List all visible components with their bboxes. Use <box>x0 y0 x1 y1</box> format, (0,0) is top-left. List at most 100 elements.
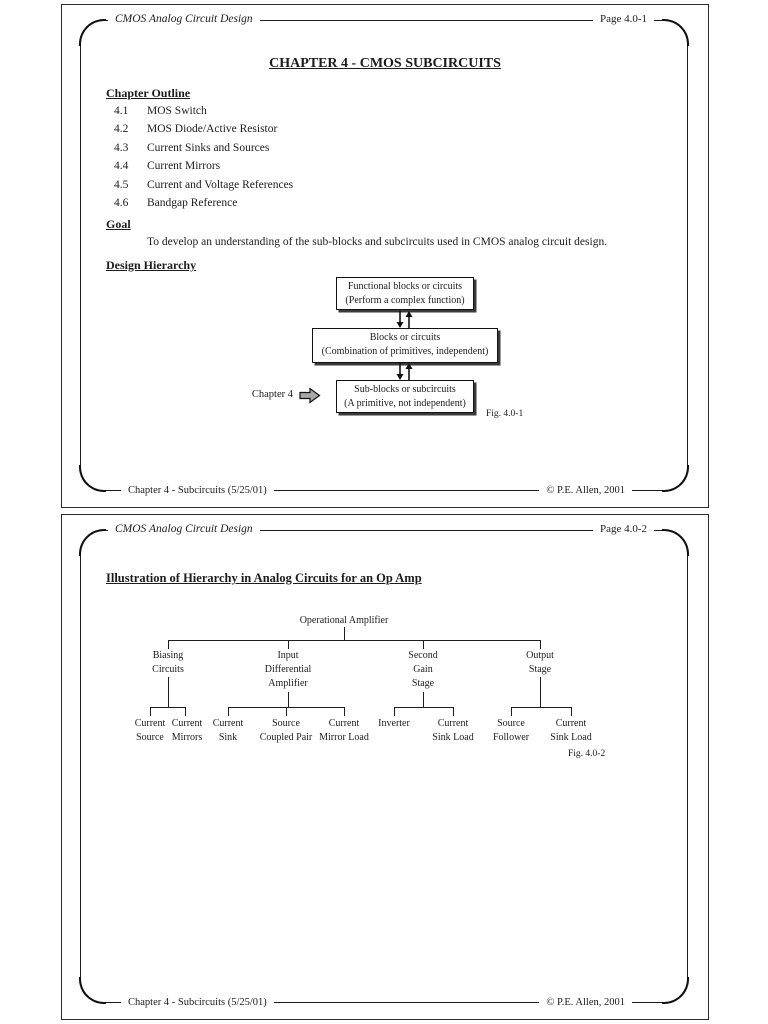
connector-line <box>228 707 230 716</box>
tree-leaf-inverter: Inverter <box>378 717 410 731</box>
tree-label-line: Sink Load <box>550 732 592 743</box>
connector-line <box>571 707 573 716</box>
tree-label-line: Amplifier <box>268 678 308 689</box>
tree-label-line: Source <box>136 732 164 743</box>
figure-label: Fig. 4.0-1 <box>486 409 524 419</box>
hierarchy-box-subblocks: Sub-blocks or subcircuits (A primitive, … <box>336 380 474 413</box>
section-heading-chapter-outline: Chapter Outline <box>106 86 191 100</box>
tree-leaf-current-mirrors: Current Mirrors <box>172 717 203 745</box>
tree-leaf-source-coupled-pair: Source Coupled Pair <box>260 717 313 745</box>
chapter-4-pointer-label: Chapter 4 <box>251 389 293 400</box>
frame-corner <box>79 464 107 492</box>
outline-item-number: 4.6 <box>114 197 129 209</box>
tree-label-line: Mirrors <box>171 732 203 743</box>
figure-label: Fig. 4.0-2 <box>568 749 606 759</box>
slide-page-2: CMOS Analog Circuit Design Page 4.0-2 Ch… <box>61 514 709 1020</box>
tree-label-line: Gain <box>413 664 433 675</box>
connector-line <box>394 707 454 709</box>
connector-line <box>423 640 425 649</box>
page-title: Illustration of Hierarchy in Analog Circ… <box>106 571 422 585</box>
connector-line <box>286 707 288 716</box>
tree-label-line: Current <box>212 718 244 729</box>
footer-chapter-label: Chapter 4 - Subcircuits (5/25/01) <box>121 483 274 498</box>
header-page-number: Page 4.0-2 <box>592 522 654 537</box>
hierarchy-box-line2: (Perform a complex function) <box>345 294 465 306</box>
tree-label-line: Inverter <box>378 718 410 729</box>
frame-corner <box>79 19 107 47</box>
tree-label-line: Current <box>328 718 360 729</box>
hierarchy-box-functional-blocks: Functional blocks or circuits (Perform a… <box>336 277 474 310</box>
connector-line <box>344 627 346 640</box>
tree-label-line: Sink <box>218 732 238 743</box>
connector-line <box>288 640 290 649</box>
tree-label-line: Source <box>497 718 525 729</box>
tree-leaf-current-sink-load: Current Sink Load <box>432 717 473 745</box>
hierarchy-box-line2: (A primitive, not independent) <box>344 397 466 409</box>
tree-label-line: Follower <box>492 732 530 743</box>
tree-leaf-current-source: Current Source <box>135 717 166 745</box>
tree-label-line: Source <box>272 718 300 729</box>
outline-item-label: Current and Voltage References <box>147 178 294 191</box>
tree-leaf-source-follower: Source Follower <box>493 717 529 745</box>
footer-copyright: © P.E. Allen, 2001 <box>539 483 632 498</box>
connector-line <box>511 707 572 709</box>
connector-line <box>394 707 396 716</box>
outline-item: 4.5 Current and Voltage References <box>114 179 293 191</box>
outline-item-number: 4.2 <box>114 123 129 135</box>
hierarchy-box-line2: (Combination of primitives, independent) <box>321 345 489 357</box>
connector-line <box>423 692 425 707</box>
tree-label-line: Current <box>437 718 469 729</box>
chapter-pointer-arrow-icon <box>299 387 321 409</box>
tree-root-label: Operational Amplifier <box>299 615 389 626</box>
tree-label-line: Stage <box>411 678 435 689</box>
footer-copyright: © P.E. Allen, 2001 <box>539 995 632 1010</box>
tree-label-line: Coupled Pair <box>259 732 313 743</box>
tree-leaf-current-mirror-load: Current Mirror Load <box>319 717 369 745</box>
tree-label-line: Current <box>555 718 587 729</box>
connector-line <box>150 707 186 709</box>
tree-label-line: Output <box>526 650 554 661</box>
section-heading-design-hierarchy: Design Hierarchy <box>106 258 197 272</box>
connector-line <box>511 707 513 716</box>
tree-branch-output-stage: Output Stage <box>526 649 554 677</box>
tree-label-line: Second <box>408 650 438 661</box>
frame-corner <box>661 464 689 492</box>
tree-label-line: Stage <box>528 664 552 675</box>
hierarchy-box-blocks: Blocks or circuits (Combination of primi… <box>312 328 498 363</box>
outline-item-label: MOS Diode/Active Resistor <box>147 123 278 135</box>
tree-label-line: Differential <box>264 664 312 675</box>
connector-line <box>540 640 542 649</box>
tree-leaf-current-sink-load: Current Sink Load <box>550 717 591 745</box>
outline-item-label: Current Mirrors <box>147 160 221 172</box>
op-amp-hierarchy-tree: Operational Amplifier Biasing Circuits I… <box>62 515 708 1019</box>
bidirectional-arrows-icon <box>395 363 414 385</box>
tree-branch-input-diff-amp: Input Differential Amplifier <box>265 649 311 691</box>
connector-line <box>288 692 290 707</box>
outline-item-number: 4.3 <box>114 141 129 154</box>
tree-label-line: Mirror Load <box>319 732 369 743</box>
bidirectional-arrows-icon <box>395 311 414 333</box>
slide-page-1: CMOS Analog Circuit Design Page 4.0-1 Ch… <box>61 4 709 508</box>
goal-text: To develop an understanding of the sub-b… <box>147 236 608 248</box>
connector-line <box>453 707 455 716</box>
connector-line <box>540 677 542 707</box>
connector-line <box>168 640 170 649</box>
section-heading-goal: Goal <box>106 217 131 231</box>
header-course-title: CMOS Analog Circuit Design <box>108 522 260 537</box>
connector-line <box>168 640 541 642</box>
hierarchy-box-line1: Functional blocks or circuits <box>347 281 463 292</box>
outline-item-number: 4.1 <box>114 105 129 117</box>
hierarchy-box-line1: Sub-blocks or subcircuits <box>354 384 456 395</box>
header-page-number: Page 4.0-1 <box>592 12 654 27</box>
outline-item-number: 4.5 <box>114 178 129 191</box>
connector-line <box>150 707 152 716</box>
tree-label-line: Current <box>134 718 166 729</box>
tree-branch-biasing: Biasing Circuits <box>152 649 184 677</box>
outline-item: 4.2 MOS Diode/Active Resistor <box>114 123 277 135</box>
connector-line <box>168 677 170 707</box>
header-course-title: CMOS Analog Circuit Design <box>108 12 260 27</box>
